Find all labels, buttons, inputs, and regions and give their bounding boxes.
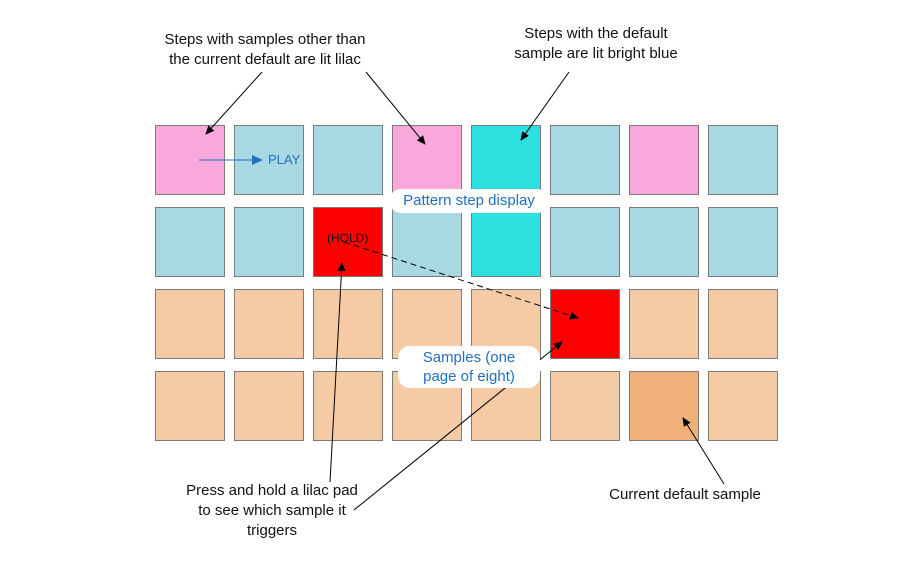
pattern-step-display-text: Pattern step display <box>403 192 535 209</box>
hold-label: (HOLD) <box>327 231 369 245</box>
pad-r2-c1[interactable] <box>155 207 225 277</box>
pad-r2-c8[interactable] <box>708 207 778 277</box>
arrow-current-default <box>682 417 725 485</box>
samples-label-line2: page of eight) <box>423 368 515 385</box>
annotation-lilac-steps: Steps with samples other than the curren… <box>164 31 366 68</box>
pattern-step-display-label: Pattern step display <box>389 189 549 213</box>
arrow-to-lilac-step-2 <box>365 71 426 145</box>
pad-r4-c3[interactable] <box>313 371 383 441</box>
arrow-press-hold <box>329 262 346 483</box>
pad-r3-c8[interactable] <box>708 289 778 359</box>
pad-r2-c6[interactable] <box>550 207 620 277</box>
pad-r2-c2[interactable] <box>234 207 304 277</box>
pad-r1-c8[interactable] <box>708 125 778 195</box>
samples-label-line1: Samples (one <box>422 349 516 366</box>
samples-page-label: Samples (one page of eight) <box>398 346 540 388</box>
pad-r1-c6[interactable] <box>550 125 620 195</box>
pad-r3-c7[interactable] <box>629 289 699 359</box>
annotation-current-default: Current default sample <box>609 486 761 503</box>
pad-r4-c1[interactable] <box>155 371 225 441</box>
pad-r4-c8[interactable] <box>708 371 778 441</box>
pad-r4-c2[interactable] <box>234 371 304 441</box>
play-label: PLAY <box>268 152 301 167</box>
pad-r2-c4[interactable] <box>392 207 462 277</box>
pad-r2-c7[interactable] <box>629 207 699 277</box>
pad-r1-c7[interactable] <box>629 125 699 195</box>
pad-r1-c4[interactable] <box>392 125 462 195</box>
pad-r3-c1[interactable] <box>155 289 225 359</box>
annotation-default-steps: Steps with the default sample are lit br… <box>514 25 678 62</box>
pad-r3-c3[interactable] <box>313 289 383 359</box>
pad-r4-c7[interactable] <box>629 371 699 441</box>
pad-r3-c2[interactable] <box>234 289 304 359</box>
arrow-to-bright-blue-step <box>520 71 570 141</box>
pad-r1-c5[interactable] <box>471 125 541 195</box>
pad-r2-c5[interactable] <box>471 207 541 277</box>
arrow-hold-to-sample <box>343 241 579 320</box>
arrow-to-lilac-step <box>205 71 263 135</box>
annotation-press-hold: Press and hold a lilac pad to see which … <box>186 482 358 539</box>
pad-r1-c3[interactable] <box>313 125 383 195</box>
pad-r4-c6[interactable] <box>550 371 620 441</box>
pad-r2-c3[interactable] <box>313 207 383 277</box>
